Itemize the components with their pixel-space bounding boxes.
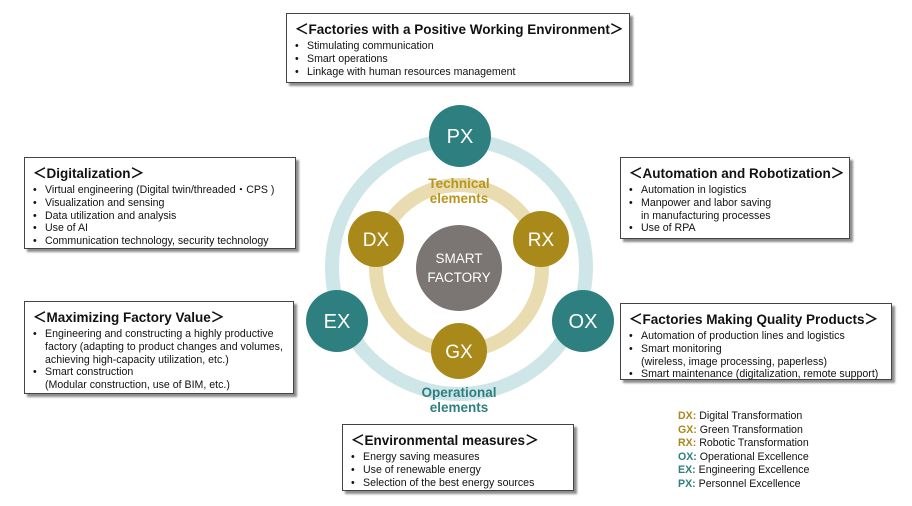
ex-box-title: ＜Maximizing Factory Value＞ bbox=[33, 310, 225, 325]
px-node bbox=[429, 105, 491, 167]
rx-box-title: ＜Automation and Robotization＞ bbox=[629, 166, 845, 181]
gx-item: Selection of the best energy sources bbox=[351, 477, 565, 490]
operational-elements-label-line1: Operational bbox=[421, 385, 496, 400]
rx-node bbox=[513, 211, 569, 267]
ox-item: Smart monitoring (wireless, image proces… bbox=[629, 343, 883, 369]
center-label-line2: FACTORY bbox=[427, 270, 490, 285]
legend-row: PX: Personnel Excellence bbox=[678, 478, 809, 492]
px-box-title: ＜Factories with a Positive Working Envir… bbox=[295, 22, 624, 37]
legend-code: RX: bbox=[678, 437, 697, 450]
gx-item: Use of renewable energy bbox=[351, 464, 565, 477]
ex-item: Engineering and constructing a highly pr… bbox=[33, 328, 285, 366]
ox-node bbox=[552, 290, 614, 352]
rx-node-label: RX bbox=[528, 230, 555, 251]
dx-item: Data utilization and analysis bbox=[33, 210, 287, 223]
px-node-label: PX bbox=[447, 126, 474, 148]
dx-box-title: ＜Digitalization＞ bbox=[33, 166, 144, 181]
dx-item: Virtual engineering (Digital twin/thread… bbox=[33, 184, 287, 197]
legend-text: Green Transformation bbox=[699, 423, 803, 436]
legend: DX: Digital Transformation GX: Green Tra… bbox=[678, 410, 809, 492]
legend-row: OX: Operational Excellence bbox=[678, 451, 809, 465]
technical-elements-label-line2: elements bbox=[430, 191, 489, 206]
legend-text: Personnel Excellence bbox=[698, 477, 801, 490]
ox-node-label: OX bbox=[569, 311, 598, 333]
dx-item: Communication technology, security techn… bbox=[33, 235, 287, 248]
legend-code: DX: bbox=[678, 410, 697, 422]
legend-text: Robotic Transformation bbox=[699, 437, 809, 450]
legend-code: EX: bbox=[678, 464, 696, 477]
ex-item: Smart construction (Modular construction… bbox=[33, 366, 285, 392]
ex-node-label: EX bbox=[324, 311, 351, 333]
rx-item: Use of RPA bbox=[629, 222, 841, 235]
operational-elements-label-line2: elements bbox=[430, 400, 489, 415]
ox-box-title: ＜Factories Making Quality Products＞ bbox=[629, 312, 879, 327]
legend-row: GX: Green Transformation bbox=[678, 424, 809, 438]
technical-elements-label-line1: Technical bbox=[428, 176, 489, 191]
gx-box: ＜Environmental measures＞ Energy saving m… bbox=[342, 424, 574, 491]
ox-item: Automation of production lines and logis… bbox=[629, 330, 883, 343]
rx-box: ＜Automation and Robotization＞ Automation… bbox=[620, 157, 850, 239]
dx-item: Visualization and sensing bbox=[33, 197, 287, 210]
rx-item: Manpower and labor saving in manufacturi… bbox=[629, 197, 841, 223]
ox-box: ＜Factories Making Quality Products＞ Auto… bbox=[620, 303, 892, 381]
legend-text: Engineering Excellence bbox=[698, 464, 810, 477]
legend-code: GX: bbox=[678, 423, 697, 436]
smart-factory-center bbox=[416, 225, 502, 311]
ex-node bbox=[306, 290, 368, 352]
dx-node bbox=[348, 211, 404, 267]
ox-item: Smart maintenance (digitalization, remot… bbox=[629, 368, 883, 381]
px-item: Linkage with human resources management bbox=[295, 66, 621, 79]
ex-box: ＜Maximizing Factory Value＞ Engineering a… bbox=[24, 301, 294, 394]
gx-node bbox=[431, 323, 487, 379]
dx-node-label: DX bbox=[363, 230, 390, 251]
gx-item: Energy saving measures bbox=[351, 451, 565, 464]
legend-row: RX: Robotic Transformation bbox=[678, 437, 809, 451]
dx-box: ＜Digitalization＞ Virtual engineering (Di… bbox=[24, 157, 296, 249]
legend-row: DX: Digital Transformation bbox=[678, 410, 809, 424]
legend-text: Operational Excellence bbox=[699, 450, 809, 463]
px-item: Smart operations bbox=[295, 53, 621, 66]
gx-node-label: GX bbox=[445, 342, 473, 363]
legend-code: OX: bbox=[678, 450, 697, 463]
px-box: ＜Factories with a Positive Working Envir… bbox=[286, 13, 630, 83]
rx-item: Automation in logistics bbox=[629, 184, 841, 197]
px-item: Stimulating communication bbox=[295, 40, 621, 53]
legend-row: EX: Engineering Excellence bbox=[678, 464, 809, 478]
center-label-line1: SMART bbox=[435, 251, 482, 266]
legend-text: Digital Transformation bbox=[699, 410, 803, 422]
dx-item: Use of AI bbox=[33, 222, 287, 235]
gx-box-title: ＜Environmental measures＞ bbox=[351, 433, 539, 448]
legend-code: PX: bbox=[678, 477, 696, 490]
